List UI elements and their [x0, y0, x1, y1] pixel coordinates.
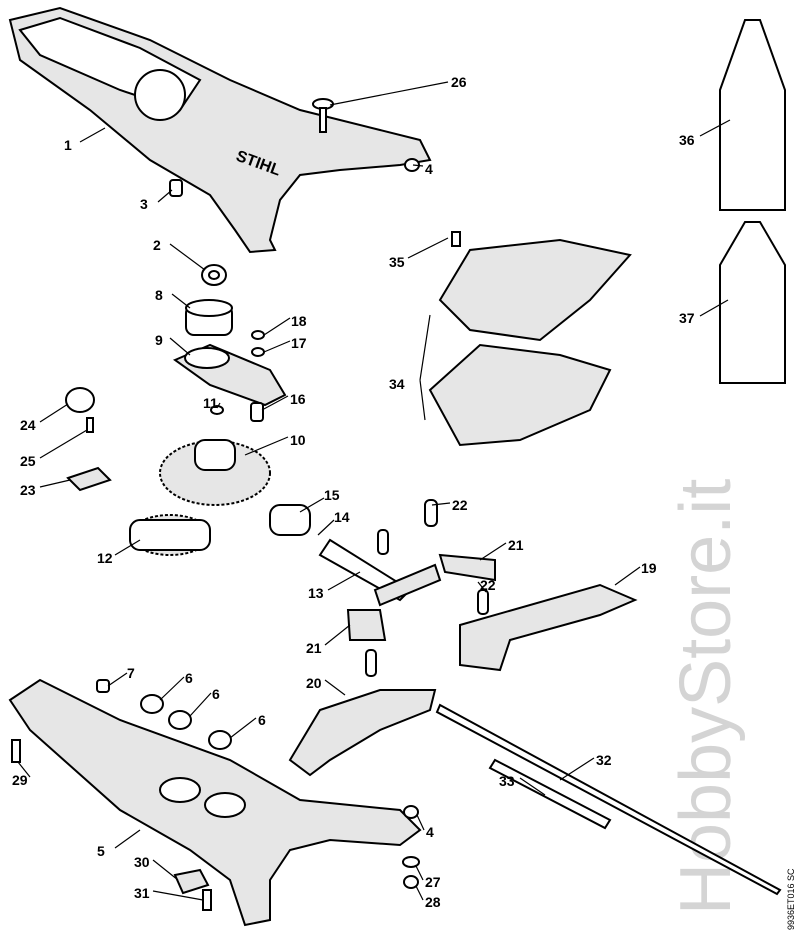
callout-7: 7	[127, 665, 135, 681]
callout-19: 19	[641, 560, 657, 576]
clamp-24	[65, 387, 95, 413]
needle-sleeve-8	[185, 299, 233, 336]
pin-16	[250, 402, 264, 422]
callout-11: 11	[203, 395, 218, 411]
callout-12: 12	[97, 550, 113, 566]
callout-1: 1	[64, 137, 72, 153]
knife-holder-20	[288, 689, 437, 777]
screw-26	[312, 98, 334, 133]
callout-2: 2	[153, 237, 161, 253]
nut-28	[403, 875, 419, 889]
bearing-plate-9	[172, 343, 287, 407]
callout-4b: 4	[426, 824, 434, 840]
screw-25	[86, 417, 94, 433]
callout-28: 28	[425, 894, 441, 910]
links-21	[346, 553, 496, 641]
callout-26: 26	[451, 74, 467, 90]
callout-9: 9	[155, 332, 163, 348]
callout-10: 10	[290, 432, 306, 448]
washer-11	[210, 405, 224, 415]
callout-33: 33	[499, 773, 515, 789]
callout-14: 14	[334, 509, 350, 525]
callout-31: 31	[134, 885, 150, 901]
upper-gear-housing: STIHL	[8, 6, 432, 254]
cover-34	[428, 238, 632, 447]
felt-23	[66, 466, 112, 492]
callout-20: 20	[306, 675, 322, 691]
washer-27	[402, 856, 420, 868]
callout-35: 35	[389, 254, 405, 270]
nut-4-bottom	[403, 805, 419, 819]
callout-labels: 1 26 4 3 2 36 8 18 17 9 35 34 37 24 11 1…	[12, 74, 695, 910]
tube-33	[488, 758, 612, 830]
callout-34: 34	[389, 376, 405, 392]
callout-6c: 6	[258, 712, 266, 728]
gear-10	[159, 439, 271, 506]
callout-15: 15	[324, 487, 340, 503]
callout-23: 23	[20, 482, 36, 498]
callout-36: 36	[679, 132, 695, 148]
callout-30: 30	[134, 854, 150, 870]
screw-29	[11, 739, 21, 763]
callout-4: 4	[425, 161, 433, 177]
callout-18: 18	[291, 313, 307, 329]
callout-24: 24	[20, 417, 36, 433]
callout-3: 3	[140, 196, 148, 212]
callout-13: 13	[308, 585, 324, 601]
callout-25: 25	[20, 453, 36, 469]
callout-17: 17	[291, 335, 307, 351]
knife-holder-19	[459, 583, 638, 672]
pins-22	[365, 499, 489, 677]
gear-12	[129, 514, 211, 556]
callout-6a: 6	[185, 670, 193, 686]
callout-22b: 22	[480, 577, 496, 593]
callout-37: 37	[679, 310, 695, 326]
screw-35	[451, 231, 461, 247]
actuating-rod-32	[435, 703, 782, 896]
callout-21b: 21	[306, 640, 322, 656]
sleeve-7	[96, 679, 110, 693]
callout-16: 16	[290, 391, 306, 407]
diagram-code: 9936ET016 SC	[786, 868, 796, 930]
crank-13	[269, 504, 442, 607]
callout-21: 21	[508, 537, 524, 553]
sleeve-3	[169, 179, 183, 197]
callout-5: 5	[97, 843, 105, 859]
grease-tube-37	[719, 221, 786, 384]
washers-18-17	[251, 330, 265, 357]
callout-32: 32	[596, 752, 612, 768]
bearings-6	[140, 694, 232, 750]
callout-6b: 6	[212, 686, 220, 702]
screw-31	[202, 889, 212, 911]
grease-tube-36	[719, 19, 786, 211]
callout-8: 8	[155, 287, 163, 303]
leader-lines	[17, 81, 731, 901]
callout-29: 29	[12, 772, 28, 788]
bearing-2	[201, 264, 227, 286]
callout-27: 27	[425, 874, 441, 890]
dust-cap-30	[173, 868, 210, 895]
lower-gear-housing	[8, 678, 422, 927]
callout-22: 22	[452, 497, 468, 513]
